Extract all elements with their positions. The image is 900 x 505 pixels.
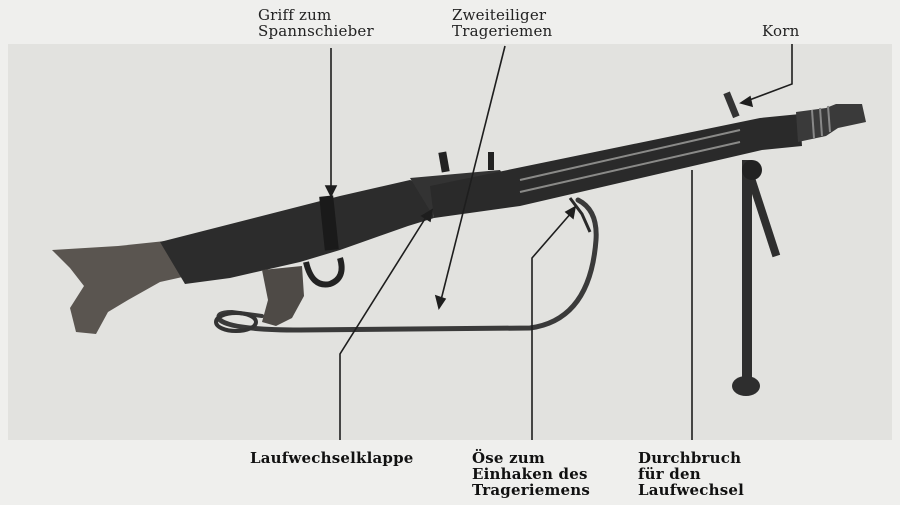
leader-korn [743,44,793,103]
sling-ring [214,311,258,333]
label-korn-line1: Korn [762,22,800,40]
label-oese-line1: Öse zum [472,449,545,467]
arrow-griff [324,185,338,198]
label-korn: Korn [762,23,799,39]
cocking-handle [319,195,339,251]
label-griff: Griff zum Spannschieber [258,7,374,39]
label-klappe-line1: Laufwechselklappe [250,449,414,467]
arrow-oese [564,205,577,220]
stock [52,240,205,334]
arrow-klappe [420,208,434,223]
bipod [732,160,781,396]
label-riemen: Zweiteiliger Trageriemen [452,7,552,39]
label-riemen-line1: Zweiteiliger [452,6,547,24]
label-durchbruch: Durchbruch für den Laufwechsel [638,450,744,498]
label-griff-line2: Spannschieber [258,22,374,40]
label-klappe: Laufwechselklappe [250,450,414,466]
label-oese: Öse zum Einhaken des Trageriemens [472,450,590,498]
label-durchbruch-line2: für den [638,465,701,483]
pistol-grip [262,266,304,326]
muzzle-rings [811,105,831,139]
sling-swivel [568,197,592,233]
leader-oese [531,211,573,440]
leader-lines [324,44,793,440]
arrow-korn [739,95,754,108]
leader-klappe [339,213,429,440]
jacket-slots [519,129,741,193]
arrow-riemen [434,294,447,310]
receiver [160,180,434,284]
sight-post [488,152,494,170]
photo-panel [8,44,892,440]
label-griff-line1: Griff zum [258,6,332,24]
label-durchbruch-line3: Laufwechsel [638,481,745,499]
trigger-guard [303,257,345,288]
front-sight [723,91,740,119]
label-durchbruch-line1: Durchbruch [638,449,742,467]
label-riemen-line2: Trageriemen [452,22,553,40]
rear-sight [438,151,450,173]
label-oese-line2: Einhaken des [472,465,588,483]
bipod-pivot [742,160,762,180]
leader-riemen [439,45,506,305]
label-oese-line3: Trageriemens [472,481,591,499]
